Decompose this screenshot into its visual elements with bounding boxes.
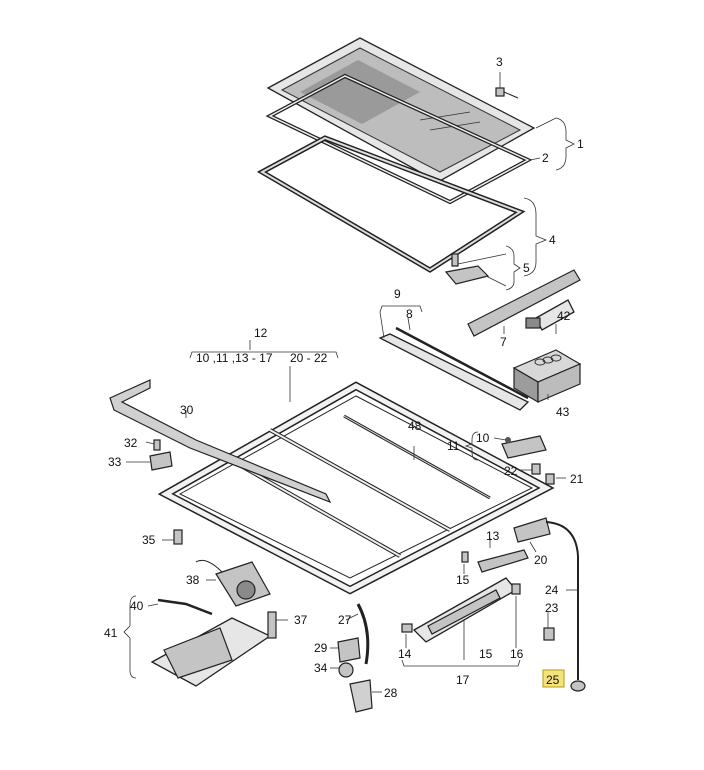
callout-25: 25 (546, 673, 560, 687)
bracket-33[interactable] (149, 451, 173, 471)
callout-12: 12 (254, 326, 268, 340)
bracket-10-11[interactable] (501, 435, 547, 459)
end-piece-25[interactable] (570, 680, 586, 692)
rod-48[interactable] (343, 414, 491, 500)
callout-4: 4 (549, 233, 556, 247)
callout-37: 37 (294, 613, 308, 627)
callout-2: 2 (542, 151, 549, 165)
guide-13[interactable] (477, 549, 529, 573)
callout-labels: 3 1 2 4 5 9 8 42 7 12 10 ,11 ,13 - 17 20… (104, 55, 584, 700)
hinge-bracket-5[interactable] (444, 253, 490, 285)
callout-15: 15 (479, 647, 493, 661)
water-channel-30[interactable] (109, 379, 332, 504)
glass-frame[interactable] (256, 135, 526, 273)
guide-rail-7[interactable] (467, 269, 581, 337)
callout-1: 1 (577, 137, 584, 151)
callout-40: 40 (130, 599, 144, 613)
cap-14[interactable] (401, 623, 413, 633)
callout-32: 32 (124, 436, 138, 450)
callout-17: 17 (456, 673, 470, 687)
callout-20: 20 (534, 553, 548, 567)
callout-43: 43 (556, 405, 570, 419)
callout-33: 33 (108, 455, 122, 469)
callout-3: 3 (496, 55, 503, 69)
drain-hose-27[interactable] (356, 603, 370, 665)
mechanism-17[interactable] (412, 577, 517, 643)
callout-14: 14 (398, 647, 412, 661)
clip-29[interactable] (337, 637, 361, 663)
bolt-3[interactable] (495, 87, 519, 99)
cable-guide-20[interactable] (513, 517, 579, 557)
callout-5: 5 (523, 261, 530, 275)
callout-30: 30 (180, 403, 194, 417)
glass-seal[interactable] (265, 73, 533, 205)
cable-8[interactable] (395, 326, 529, 400)
clip-23[interactable] (543, 627, 555, 641)
drain-nozzle-28[interactable] (349, 679, 373, 713)
callout-12-range2: 20 - 22 (290, 351, 328, 365)
callout-48: 48 (408, 419, 422, 433)
callout-29: 29 (314, 641, 328, 655)
callout-7: 7 (500, 335, 507, 349)
callout-42: 42 (557, 309, 571, 323)
callout-11: 11 (447, 439, 460, 453)
callout-41: 41 (104, 626, 118, 640)
clip-34[interactable] (338, 662, 354, 678)
callout-16: 16 (510, 647, 524, 661)
callout-10: 10 (476, 431, 490, 445)
parts-box-43[interactable] (512, 349, 582, 404)
leader-lines (123, 72, 578, 693)
callout-27: 27 (338, 613, 352, 627)
callout-34: 34 (314, 661, 328, 675)
guide-rail-9[interactable] (378, 333, 530, 411)
callout-8: 8 (406, 307, 413, 321)
clip-32[interactable] (153, 439, 161, 451)
callout-25-highlight (542, 669, 565, 688)
screw-37[interactable] (267, 611, 277, 639)
bracket-tray-41[interactable] (150, 617, 272, 687)
callout-24: 24 (545, 583, 559, 597)
screw-35[interactable] (173, 529, 183, 545)
callout-21: 21 (570, 472, 584, 486)
callout-23: 23 (545, 601, 559, 615)
screw-22[interactable] (531, 463, 541, 475)
drive-motor-38[interactable] (195, 559, 271, 607)
callout-22: 22 (504, 464, 518, 478)
screw-16[interactable] (511, 583, 521, 595)
callout-13: 13 (486, 529, 500, 543)
sunroof-frame[interactable] (157, 381, 555, 595)
callout-15-top: 15 (456, 573, 470, 587)
callout-35: 35 (142, 533, 156, 547)
callout-38: 38 (186, 573, 200, 587)
clip-15-top[interactable] (461, 551, 469, 563)
screw-21[interactable] (545, 473, 555, 485)
callout-9: 9 (394, 287, 401, 301)
glass-panel[interactable] (266, 37, 536, 183)
callout-12-range: 10 ,11 ,13 - 17 (196, 351, 273, 365)
rod-40[interactable] (157, 598, 213, 616)
callout-28: 28 (384, 686, 398, 700)
sealant-tube-42[interactable] (525, 299, 575, 331)
